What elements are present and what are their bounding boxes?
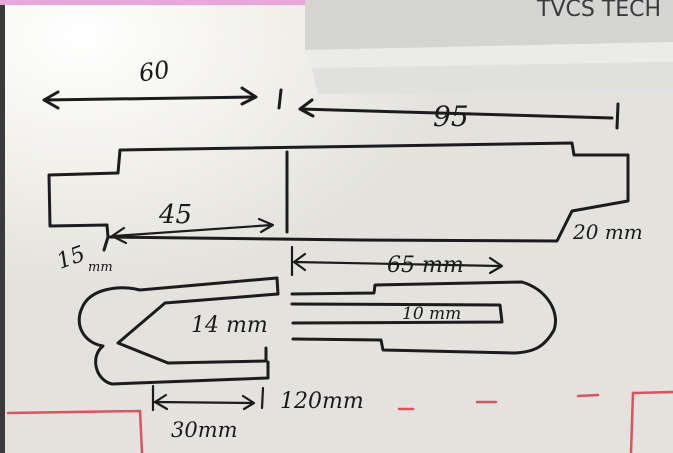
label-30mm: 30mm: [171, 418, 238, 442]
label-15-unit: mm: [88, 260, 113, 275]
label-45: 45: [158, 200, 192, 230]
label-95: 95: [433, 100, 469, 133]
top-dimension-lines: [42, 86, 620, 130]
wall-panel: TVCS TECH: [305, 0, 673, 94]
board-left-edge: [0, 0, 5, 453]
label-10mm: 10 mm: [402, 304, 461, 324]
clamp-profile-right: [290, 280, 557, 355]
label-14mm: 14 mm: [191, 313, 268, 338]
clamp-profile-left: [77, 276, 280, 386]
label-60: 60: [137, 55, 171, 87]
dimension-30: [151, 384, 265, 412]
label-20mm: 20 mm: [572, 220, 643, 244]
red-markings: [6, 390, 673, 453]
dimension-65: [290, 245, 504, 277]
shaft-profile: [47, 141, 630, 252]
label-120mm: 120mm: [280, 389, 364, 414]
label-65mm: 65 mm: [387, 253, 464, 278]
panel-header-text: TVCS TECH: [536, 0, 661, 22]
dimension-45: [110, 217, 275, 245]
